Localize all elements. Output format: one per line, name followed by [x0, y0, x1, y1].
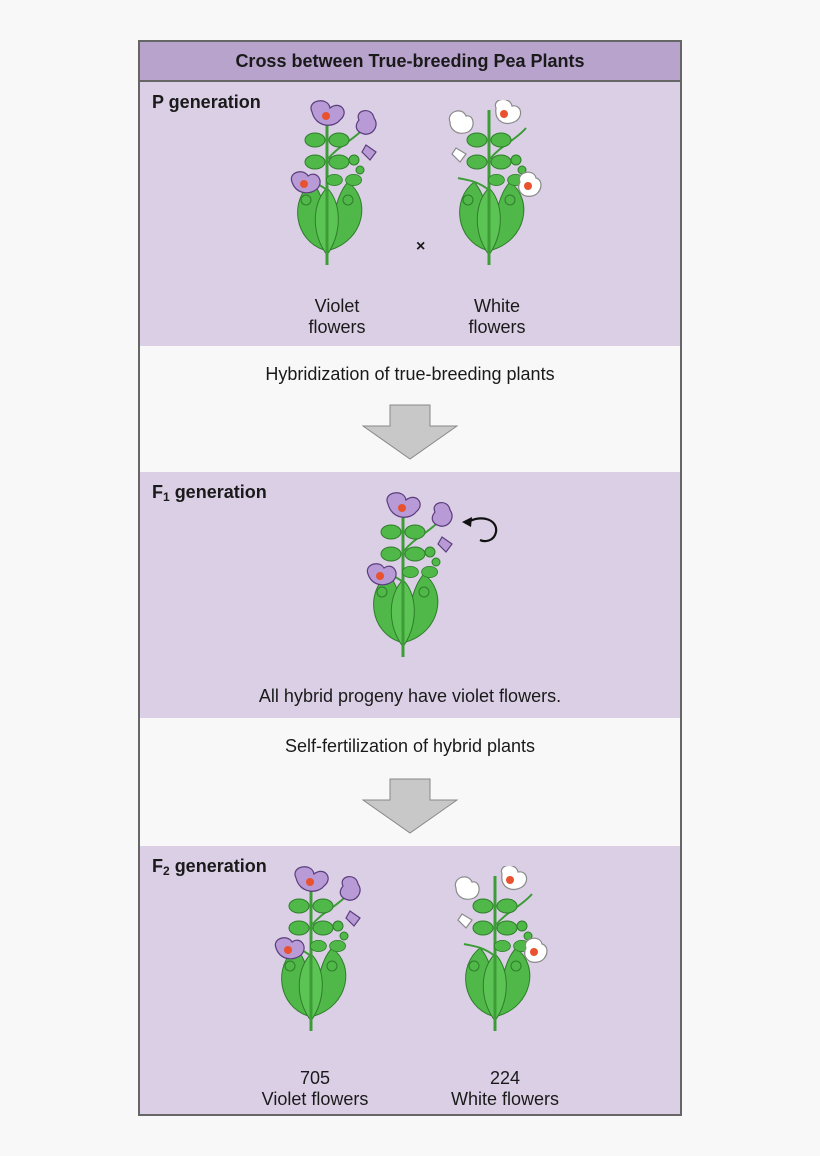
f2-generation-panel: F2 generation 705 Violet fl	[140, 846, 680, 1114]
f2-violet-caption: Violet flowers	[261, 1089, 369, 1109]
f2-white-caption: White flowers	[450, 1089, 560, 1109]
white-flowers-caption: White flowers	[468, 296, 526, 337]
f2-violet-plant	[274, 866, 361, 1046]
pea-cross-figure: Cross between True-breeding Pea Plants P…	[138, 40, 682, 1116]
f1-generation-panel: F1 generation All hybrid progeny have vi…	[140, 472, 680, 718]
f1-caption: All hybrid progeny have violet flowers.	[258, 686, 562, 706]
down-arrow-icon	[362, 778, 458, 834]
hybridization-step: Hybridization of true-breeding plants	[140, 346, 680, 472]
f2-violet-count: 705	[299, 1068, 331, 1088]
f2-white-plant	[454, 866, 548, 1046]
f2-generation-label: F2 generation	[152, 856, 267, 878]
f1-generation-label: F1 generation	[152, 482, 267, 504]
self-pollination-arrow-icon	[462, 517, 498, 543]
violet-flowers-caption: Violet flowers	[308, 296, 366, 337]
hybrid-violet-plant	[366, 492, 453, 672]
figure-title: Cross between True-breeding Pea Plants	[140, 42, 680, 82]
down-arrow-icon	[362, 404, 458, 460]
cross-symbol: ×	[416, 238, 426, 255]
f2-white-count: 224	[489, 1068, 521, 1088]
violet-plant	[290, 100, 377, 280]
self-fertilization-text: Self-fertilization of hybrid plants	[284, 736, 536, 756]
hybridization-text: Hybridization of true-breeding plants	[265, 364, 555, 384]
p-generation-label: P generation	[152, 92, 261, 112]
white-plant	[448, 100, 542, 280]
self-fertilization-step: Self-fertilization of hybrid plants	[140, 718, 680, 846]
p-generation-panel: P generation × Violet flow	[140, 82, 680, 346]
